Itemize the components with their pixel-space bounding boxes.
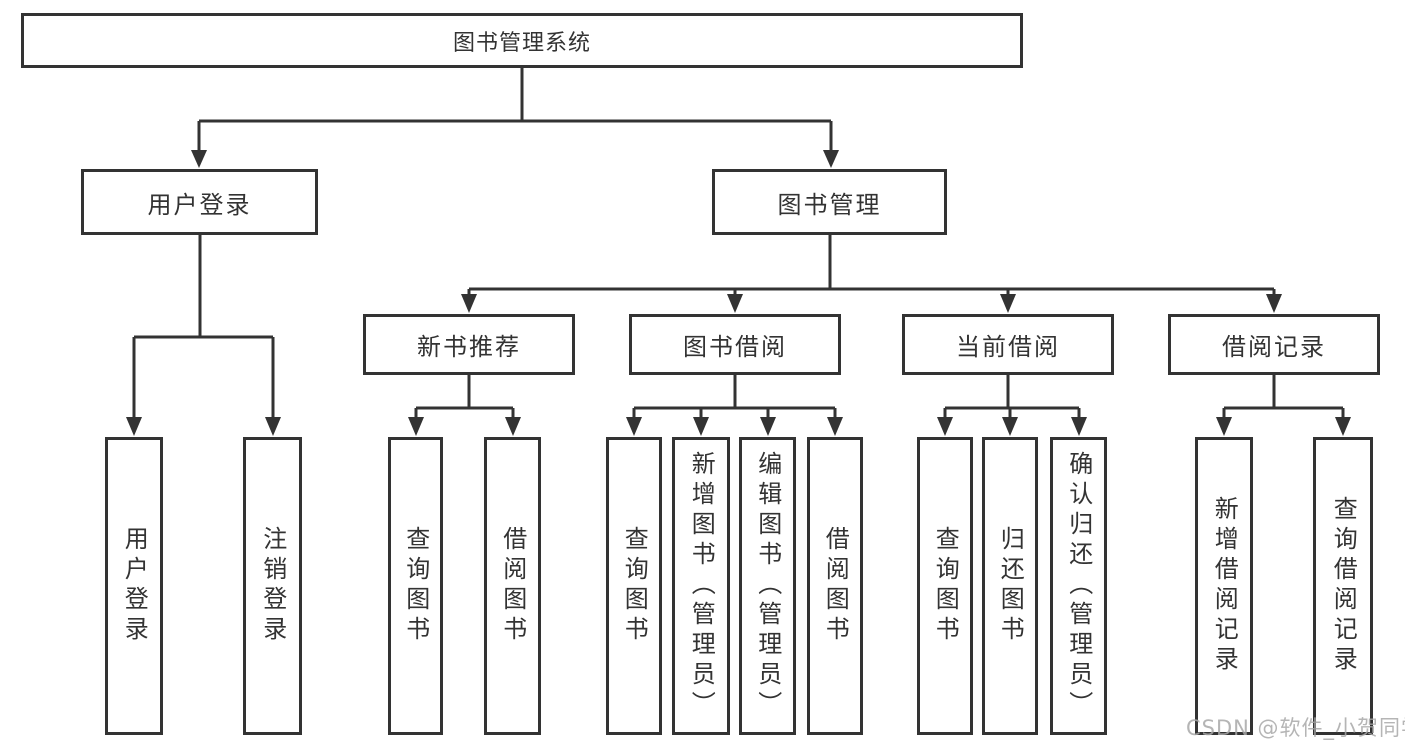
leaf-query-books-2: 查询图书 [606, 437, 662, 735]
leaf-label: 新增图书（管理员） [687, 451, 716, 721]
connector-book-mgmt [461, 235, 1282, 313]
leaf-edit-books-admin: 编辑图书（管理员） [739, 437, 796, 735]
node-book-mgmt: 图书管理 [712, 169, 947, 235]
connector-book-borrow [626, 375, 843, 436]
node-label: 图书借阅 [683, 333, 787, 361]
csdn-watermark: CSDN @软件_小贺同学 [1186, 716, 1405, 740]
leaf-query-borrow-record: 查询借阅记录 [1313, 437, 1373, 735]
node-new-books: 新书推荐 [363, 314, 575, 375]
leaf-label: 编辑图书（管理员） [753, 451, 782, 721]
leaf-query-books-3: 查询图书 [917, 437, 973, 735]
leaf-label: 借阅图书 [821, 526, 850, 646]
leaf-label: 借阅图书 [498, 526, 527, 646]
connector-root [191, 66, 839, 168]
leaf-user-login: 用户登录 [105, 437, 163, 735]
leaf-label: 归还图书 [996, 526, 1025, 646]
leaf-label: 查询借阅记录 [1329, 496, 1358, 676]
node-label: 当前借阅 [956, 333, 1060, 361]
node-label: 图书管理 [777, 190, 882, 219]
node-label: 借阅记录 [1222, 333, 1326, 361]
leaf-label: 注销登录 [258, 526, 287, 646]
leaf-borrow-books-2: 借阅图书 [807, 437, 863, 735]
connector-new-books [408, 375, 521, 436]
leaf-query-books-1: 查询图书 [388, 437, 443, 735]
node-label: 新书推荐 [417, 333, 521, 361]
leaf-add-books-admin: 新增图书（管理员） [672, 437, 730, 735]
leaf-label: 查询图书 [401, 526, 430, 646]
connector-user-login [126, 235, 281, 436]
node-label: 用户登录 [147, 190, 252, 219]
leaf-label: 新增借阅记录 [1210, 496, 1239, 676]
connector-borrow-records [1216, 375, 1351, 436]
leaf-logout: 注销登录 [243, 437, 302, 735]
node-root: 图书管理系统 [21, 13, 1023, 68]
leaf-label: 用户登录 [120, 526, 149, 646]
leaf-confirm-return-admin: 确认归还（管理员） [1050, 437, 1107, 735]
connector-current-borrow [937, 375, 1087, 436]
leaf-return-books: 归还图书 [982, 437, 1038, 735]
leaf-borrow-books-1: 借阅图书 [484, 437, 541, 735]
node-current-borrow: 当前借阅 [902, 314, 1114, 375]
leaf-label: 查询图书 [931, 526, 960, 646]
node-user-login: 用户登录 [81, 169, 318, 235]
leaf-label: 确认归还（管理员） [1064, 451, 1093, 721]
leaf-label: 查询图书 [620, 526, 649, 646]
leaf-add-borrow-record: 新增借阅记录 [1195, 437, 1253, 735]
node-label: 图书管理系统 [452, 30, 591, 56]
node-borrow-records: 借阅记录 [1168, 314, 1380, 375]
node-book-borrow: 图书借阅 [629, 314, 841, 375]
